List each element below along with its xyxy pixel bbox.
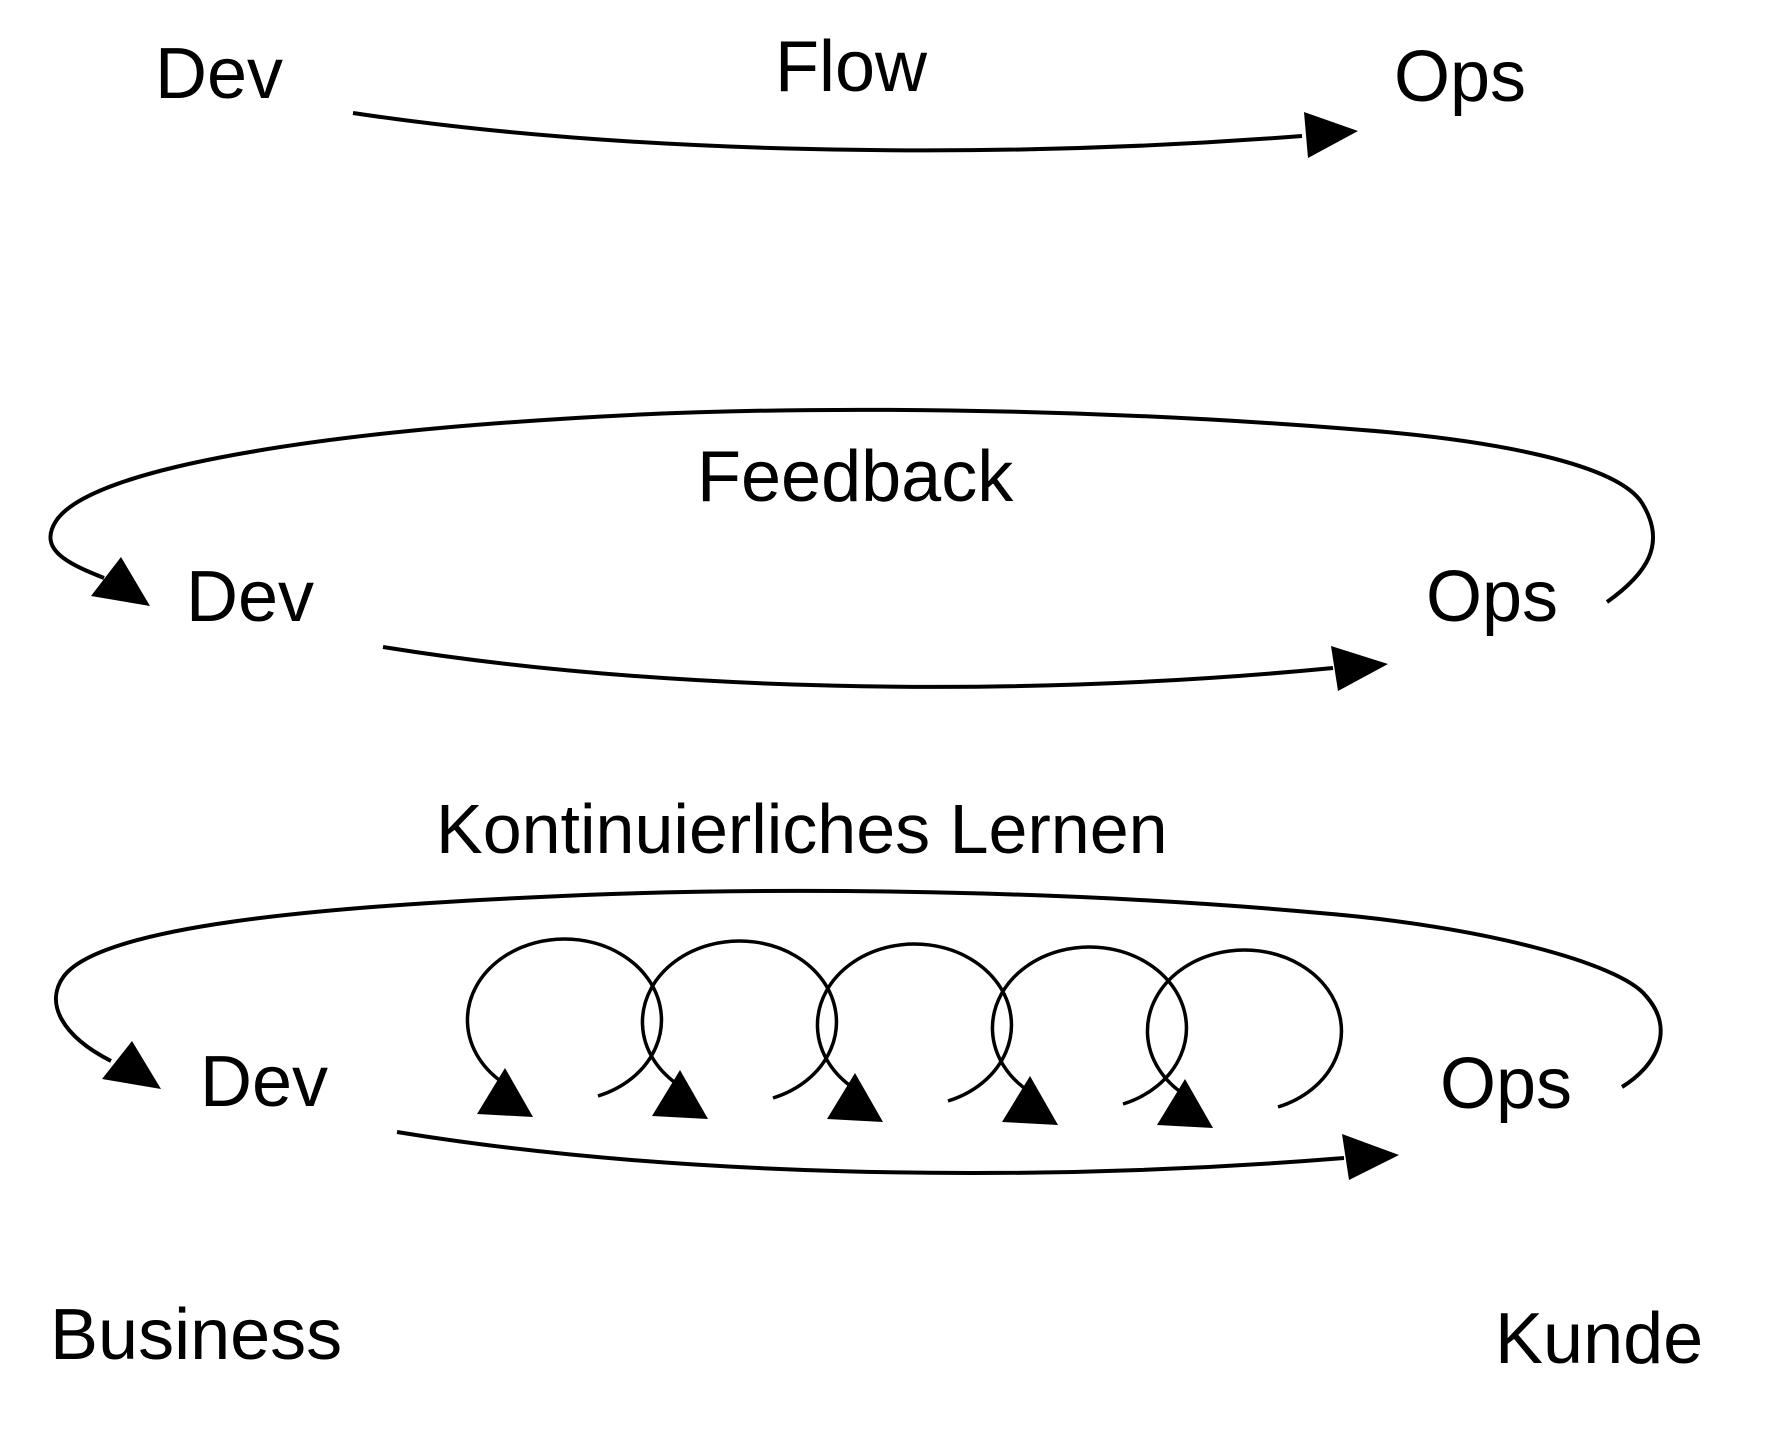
learning-dev-label: Dev: [200, 1042, 329, 1122]
feedback-forward-arrowhead-icon: [1331, 646, 1388, 691]
learning-ops-label: Ops: [1440, 1044, 1573, 1124]
learning-forward-arrow: [396, 1130, 1399, 1180]
learning-loop-3: [815, 942, 1014, 1103]
learning-loop-4: [990, 945, 1189, 1106]
learning-loop-3-arrowhead-icon: [827, 1073, 883, 1122]
learning-loop-2: [640, 939, 839, 1100]
feedback-title: Feedback: [697, 437, 1014, 517]
feedback-return-arrowhead-icon: [91, 557, 150, 606]
learning-loop-5-arrowhead-icon: [1157, 1079, 1213, 1128]
learning-loop-5: [1145, 948, 1344, 1109]
learning-loop-1: [465, 937, 664, 1098]
learning-forward-arrowhead-icon: [1342, 1134, 1399, 1180]
learning-return-arrowhead-icon: [102, 1041, 161, 1089]
feedback-forward-arrow: [382, 645, 1388, 691]
flow-arrowhead-icon: [1304, 112, 1358, 158]
flow-dev-label: Dev: [155, 34, 284, 114]
flow-ops-label: Ops: [1394, 37, 1527, 117]
learning-loop-1-arrowhead-icon: [477, 1068, 533, 1117]
learning-title: Kontinuierliches Lernen: [436, 790, 1168, 868]
learning-loops: [465, 937, 1344, 1128]
feedback-ops-label: Ops: [1426, 557, 1559, 637]
footer-business-label: Business: [50, 1295, 343, 1375]
learning-return-arrow: [54, 888, 1663, 1089]
flow-title: Flow: [775, 27, 928, 107]
learning-loop-4-arrowhead-icon: [1002, 1076, 1058, 1125]
feedback-return-arrow: [48, 407, 1655, 606]
feedback-dev-label: Dev: [186, 557, 315, 637]
footer-kunde-label: Kunde: [1495, 1299, 1704, 1379]
learning-loop-2-arrowhead-icon: [652, 1070, 708, 1119]
flow-arrow: [352, 111, 1358, 158]
